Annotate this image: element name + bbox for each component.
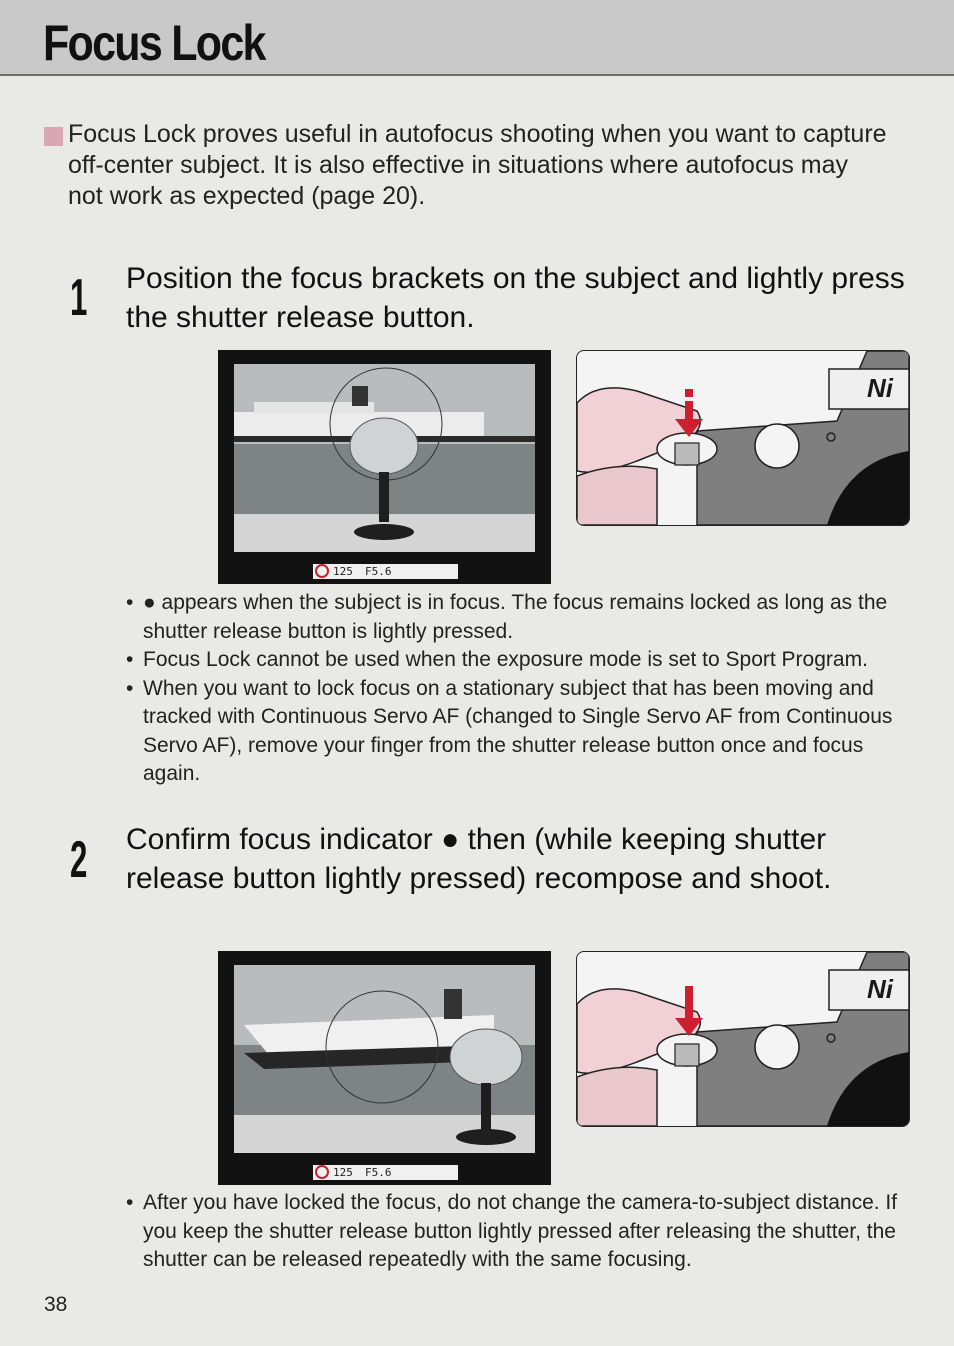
step-1-viewfinder-image: 125 F5.6 bbox=[218, 350, 551, 584]
title-bar: Focus Lock bbox=[0, 0, 954, 76]
shutter-speed: 125 bbox=[333, 565, 353, 578]
step-2-notes: •After you have locked the focus, do not… bbox=[126, 1189, 926, 1275]
viewfinder-scene bbox=[234, 364, 535, 552]
step-1-number: 1 bbox=[70, 269, 88, 327]
page-number: 38 bbox=[44, 1293, 68, 1316]
step-2-camera-illustration: Ni bbox=[576, 951, 910, 1127]
intro-marker bbox=[44, 127, 63, 146]
note-item: •When you want to lock focus on a statio… bbox=[126, 676, 893, 786]
step-1-camera-illustration: Ni bbox=[576, 350, 910, 526]
step-1-notes: •● appears when the subject is in focus.… bbox=[126, 589, 926, 789]
bullet-icon: • bbox=[126, 676, 134, 700]
viewfinder-scene bbox=[234, 965, 535, 1153]
camera-brand-badge: Ni bbox=[867, 974, 893, 1004]
shutter-speed: 125 bbox=[333, 1166, 353, 1179]
step-1-text: Position the focus brackets on the subje… bbox=[126, 262, 905, 334]
step-2-number: 2 bbox=[70, 831, 88, 889]
note-item: •After you have locked the focus, do not… bbox=[126, 1191, 898, 1271]
note-item: •● appears when the subject is in focus.… bbox=[126, 591, 888, 643]
bullet-icon: • bbox=[126, 591, 134, 614]
camera-brand-badge: Ni bbox=[867, 373, 893, 403]
aperture: F5.6 bbox=[365, 1166, 392, 1179]
viewfinder-display: 125 F5.6 bbox=[313, 564, 458, 579]
step-2-viewfinder-image: 125 F5.6 bbox=[218, 951, 551, 1185]
step-2-text: Confirm focus indicator ● then (while ke… bbox=[126, 823, 832, 895]
aperture: F5.6 bbox=[365, 565, 392, 578]
bullet-icon: • bbox=[126, 1191, 134, 1214]
note-item: •Focus Lock cannot be used when the expo… bbox=[126, 646, 926, 675]
intro-text: Focus Lock proves useful in autofocus sh… bbox=[68, 120, 887, 210]
page-title: Focus Lock bbox=[43, 15, 266, 71]
focus-indicator-icon bbox=[315, 1165, 329, 1179]
focus-indicator-icon bbox=[315, 564, 329, 578]
bullet-icon: • bbox=[126, 648, 134, 671]
viewfinder-display: 125 F5.6 bbox=[313, 1165, 458, 1180]
